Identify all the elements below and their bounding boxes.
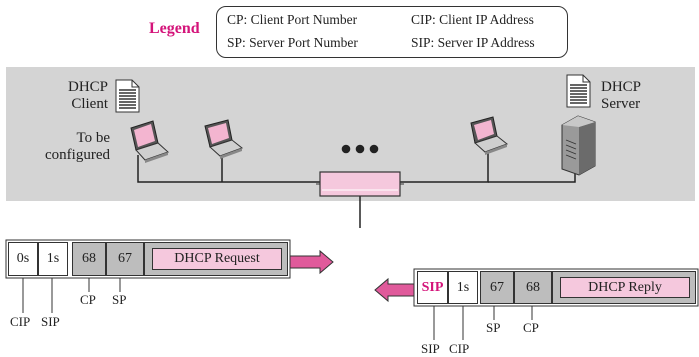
reply-label-sp: SP [486, 320, 501, 335]
reply-label-sip: SIP [421, 341, 440, 356]
legend-item-sip: SIP: Server IP Address [411, 35, 535, 50]
reply-field-cip: 1s [448, 271, 478, 304]
hub-icon [316, 171, 404, 197]
request-field-sip: 1s [38, 242, 68, 276]
client-document-icon [115, 79, 140, 113]
legend-item-cip: CIP: Client IP Address [411, 12, 534, 27]
client-laptop-icon [130, 120, 169, 163]
legend-item-sp: SP: Server Port Number [227, 35, 358, 50]
reply-leader-lines [433, 306, 533, 340]
request-label-cip: CIP [10, 314, 31, 329]
legend-item-cp: CP: Client Port Number [227, 12, 358, 27]
server-tower-icon [561, 115, 596, 176]
request-field-sp: 67 [106, 242, 144, 276]
request-label-sp: SP [112, 292, 127, 307]
reply-field-sip: SIP [417, 271, 448, 304]
reply-label-cip: CIP [449, 341, 470, 356]
request-leader-lines [22, 278, 121, 313]
request-arrow-icon [289, 249, 334, 275]
legend-box: CP: Client Port Number CIP: Client IP Ad… [216, 6, 568, 58]
request-field-cip: 0s [8, 242, 38, 276]
reply-arrow-icon [374, 277, 415, 303]
request-payload-label: DHCP Request [152, 248, 282, 270]
request-label-sip: SIP [41, 314, 60, 329]
laptop-icon [470, 116, 509, 155]
legend-title: Legend [149, 20, 200, 37]
reply-payload-label: DHCP Reply [560, 277, 690, 298]
reply-field-sp: 67 [480, 271, 514, 304]
server-document-icon [566, 74, 591, 108]
request-label-cp: CP [80, 292, 96, 307]
reply-label-cp: CP [523, 320, 539, 335]
request-field-cp: 68 [72, 242, 106, 276]
reply-field-cp: 68 [514, 271, 552, 304]
laptop-icon [204, 119, 244, 159]
ellipsis-dots [341, 144, 379, 154]
